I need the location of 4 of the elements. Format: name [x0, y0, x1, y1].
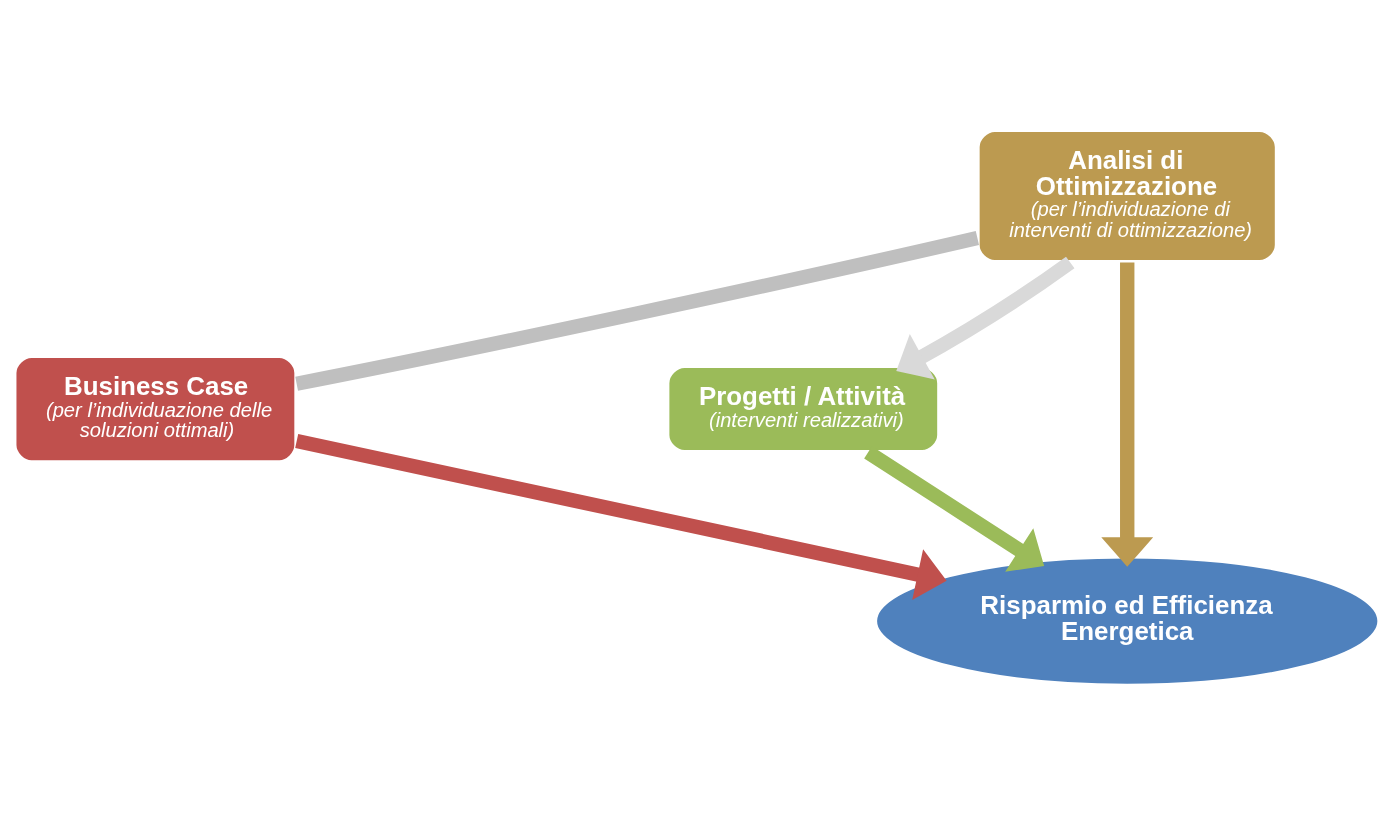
arrow — [896, 256, 1075, 379]
arrow — [1101, 262, 1154, 567]
arrow — [295, 433, 947, 600]
connector — [295, 230, 979, 391]
